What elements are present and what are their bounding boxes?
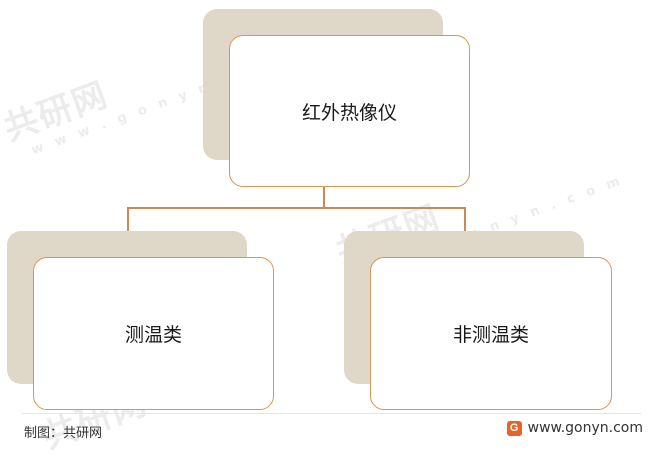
root-node: 红外热像仪 [229, 35, 470, 187]
connector-left-drop [127, 207, 129, 231]
child-node-left-label: 测温类 [124, 324, 182, 346]
source-credit: 制图：共研网 [24, 426, 103, 441]
root-node-label: 红外热像仪 [301, 101, 397, 124]
gonyn-logo-icon: G [506, 420, 522, 436]
site-url: www.gonyn.com [527, 420, 643, 436]
connector-horizontal [127, 207, 465, 209]
child-node-right-label: 非测温类 [452, 324, 529, 346]
footer-divider [22, 413, 641, 414]
child-node-left: 测温类 [33, 257, 274, 410]
child-node-right: 非测温类 [370, 257, 612, 410]
connector-right-drop [464, 207, 466, 231]
site-credit: G www.gonyn.com [506, 420, 643, 436]
connector-root-stem [323, 187, 325, 208]
